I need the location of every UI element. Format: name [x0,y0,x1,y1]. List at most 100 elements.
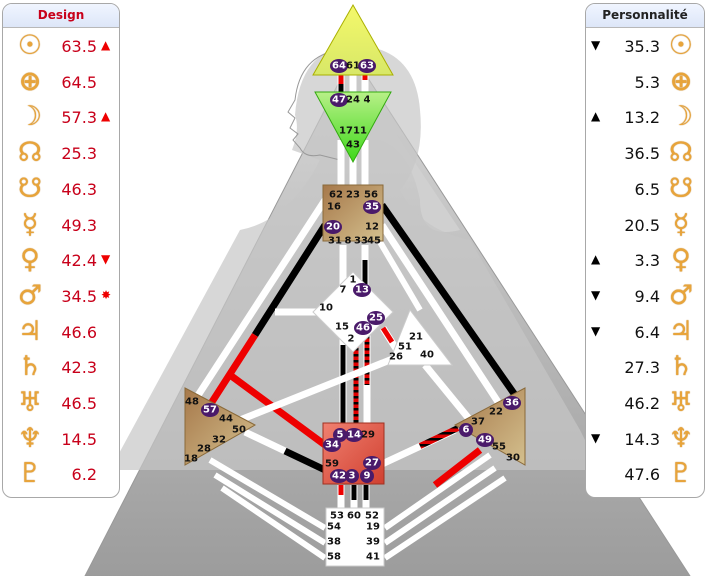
jupiter-icon: ♃ [668,315,694,347]
gate-40[interactable]: 40 [420,350,434,361]
g-center[interactable] [312,271,394,353]
gate-47[interactable]: 47 [332,95,346,106]
design-row-north-node[interactable]: ☊25.3 [3,137,119,171]
ego-center[interactable] [387,308,454,366]
gate-20[interactable]: 20 [326,222,340,233]
gate-36[interactable]: 36 [505,398,519,409]
design-row-earth[interactable]: ⊕64.5 [3,66,119,100]
gate-44[interactable]: 44 [219,414,233,425]
design-row-saturn[interactable]: ♄42.3 [3,351,119,385]
personality-row-uranus[interactable]: ♅46.2 [586,387,704,421]
active-gate-marker [363,456,381,470]
gate-59[interactable]: 59 [325,459,339,470]
personality-row-sun[interactable]: ☉35.3▼ [586,30,704,64]
gate-17[interactable]: 17 [339,126,353,137]
gate-51[interactable]: 51 [398,342,412,353]
design-row-sun[interactable]: ☉63.5▲ [3,30,119,64]
gate-41[interactable]: 41 [366,552,380,563]
head-center[interactable] [312,3,394,76]
gate-46[interactable]: 46 [356,323,370,334]
gate-10[interactable]: 10 [319,303,333,314]
gate-24[interactable]: 24 [346,95,360,106]
personality-row-moon[interactable]: ☽13.2▲ [586,101,704,135]
gate-7[interactable]: 7 [340,285,347,296]
design-row-pluto[interactable]: ♇6.2 [3,458,119,492]
gate-55[interactable]: 55 [492,442,506,453]
gate-33[interactable]: 33 [354,236,368,247]
active-gate-marker [459,423,473,437]
personality-row-earth[interactable]: ⊕5.3 [586,66,704,100]
gate-15[interactable]: 15 [335,322,349,333]
gate-54[interactable]: 54 [327,522,341,533]
gate-43[interactable]: 43 [346,140,360,151]
root-center[interactable] [325,507,385,567]
gate-42[interactable]: 42 [332,471,346,482]
gate-30[interactable]: 30 [506,453,520,464]
gate-11[interactable]: 11 [353,126,367,137]
gate-5[interactable]: 5 [337,430,344,441]
gate-53[interactable]: 53 [330,511,344,522]
gate-2[interactable]: 2 [348,334,355,345]
gate-31[interactable]: 31 [328,236,342,247]
personality-row-neptune[interactable]: ♆14.3▼ [586,423,704,457]
gate-3[interactable]: 3 [349,471,356,482]
gate-56[interactable]: 56 [364,190,378,201]
gate-48[interactable]: 48 [185,397,199,408]
gate-64[interactable]: 64 [332,61,346,72]
gate-8[interactable]: 8 [345,236,352,247]
gate-39[interactable]: 39 [366,537,380,548]
gate-60[interactable]: 60 [347,511,361,522]
gate-6[interactable]: 6 [463,425,470,436]
personality-row-jupiter[interactable]: ♃6.4▼ [586,316,704,350]
ajna-center[interactable] [314,91,392,164]
personality-row-saturn[interactable]: ♄27.3 [586,351,704,385]
gate-45[interactable]: 45 [367,236,381,247]
gate-37[interactable]: 37 [471,417,485,428]
design-row-south-node[interactable]: ☋46.3 [3,173,119,207]
gate-27[interactable]: 27 [365,458,379,469]
gate-9[interactable]: 9 [364,471,371,482]
gate-4[interactable]: 4 [364,95,371,106]
gate-49[interactable]: 49 [478,435,492,446]
gate-26[interactable]: 26 [389,352,403,363]
gate-25[interactable]: 25 [369,313,383,324]
design-row-moon[interactable]: ☽57.3▲ [3,101,119,135]
gate-28[interactable]: 28 [197,444,211,455]
gate-22[interactable]: 22 [489,407,503,418]
personality-row-mercury[interactable]: ☿20.5 [586,209,704,243]
personality-row-mars[interactable]: ♂9.4▼ [586,280,704,314]
gate-23[interactable]: 23 [346,190,360,201]
gate-57[interactable]: 57 [203,405,217,416]
gate-61[interactable]: 61 [346,61,360,72]
uranus-icon: ♅ [17,387,43,418]
gate-35[interactable]: 35 [365,202,379,213]
gate-52[interactable]: 52 [365,511,379,522]
personality-row-pluto[interactable]: ♇47.6 [586,458,704,492]
gate-58[interactable]: 58 [327,552,341,563]
gate-19[interactable]: 19 [366,522,380,533]
design-row-jupiter[interactable]: ♃46.6 [3,316,119,350]
gate-1[interactable]: 1 [350,275,357,286]
design-value: 6.2 [71,465,97,485]
personality-row-south-node[interactable]: ☋6.5 [586,173,704,207]
gate-21[interactable]: 21 [409,332,423,343]
gate-50[interactable]: 50 [232,425,246,436]
gate-38[interactable]: 38 [327,537,341,548]
gate-62[interactable]: 62 [329,190,343,201]
design-row-venus[interactable]: ♀42.4▼ [3,244,119,278]
design-row-mars[interactable]: ♂34.5✸ [3,280,119,314]
design-row-mercury[interactable]: ☿49.3 [3,209,119,243]
personality-row-north-node[interactable]: ☊36.5 [586,137,704,171]
gate-13[interactable]: 13 [355,285,369,296]
gate-34[interactable]: 34 [325,440,339,451]
design-row-uranus[interactable]: ♅46.5 [3,387,119,421]
gate-12[interactable]: 12 [365,222,379,233]
gate-16[interactable]: 16 [327,202,341,213]
gate-29[interactable]: 29 [361,430,375,441]
gate-14[interactable]: 14 [347,430,361,441]
gate-18[interactable]: 18 [184,454,198,465]
design-row-neptune[interactable]: ♆14.5 [3,423,119,457]
personality-row-venus[interactable]: ♀3.3▲ [586,244,704,278]
gate-63[interactable]: 63 [360,61,374,72]
gate-32[interactable]: 32 [212,435,226,446]
